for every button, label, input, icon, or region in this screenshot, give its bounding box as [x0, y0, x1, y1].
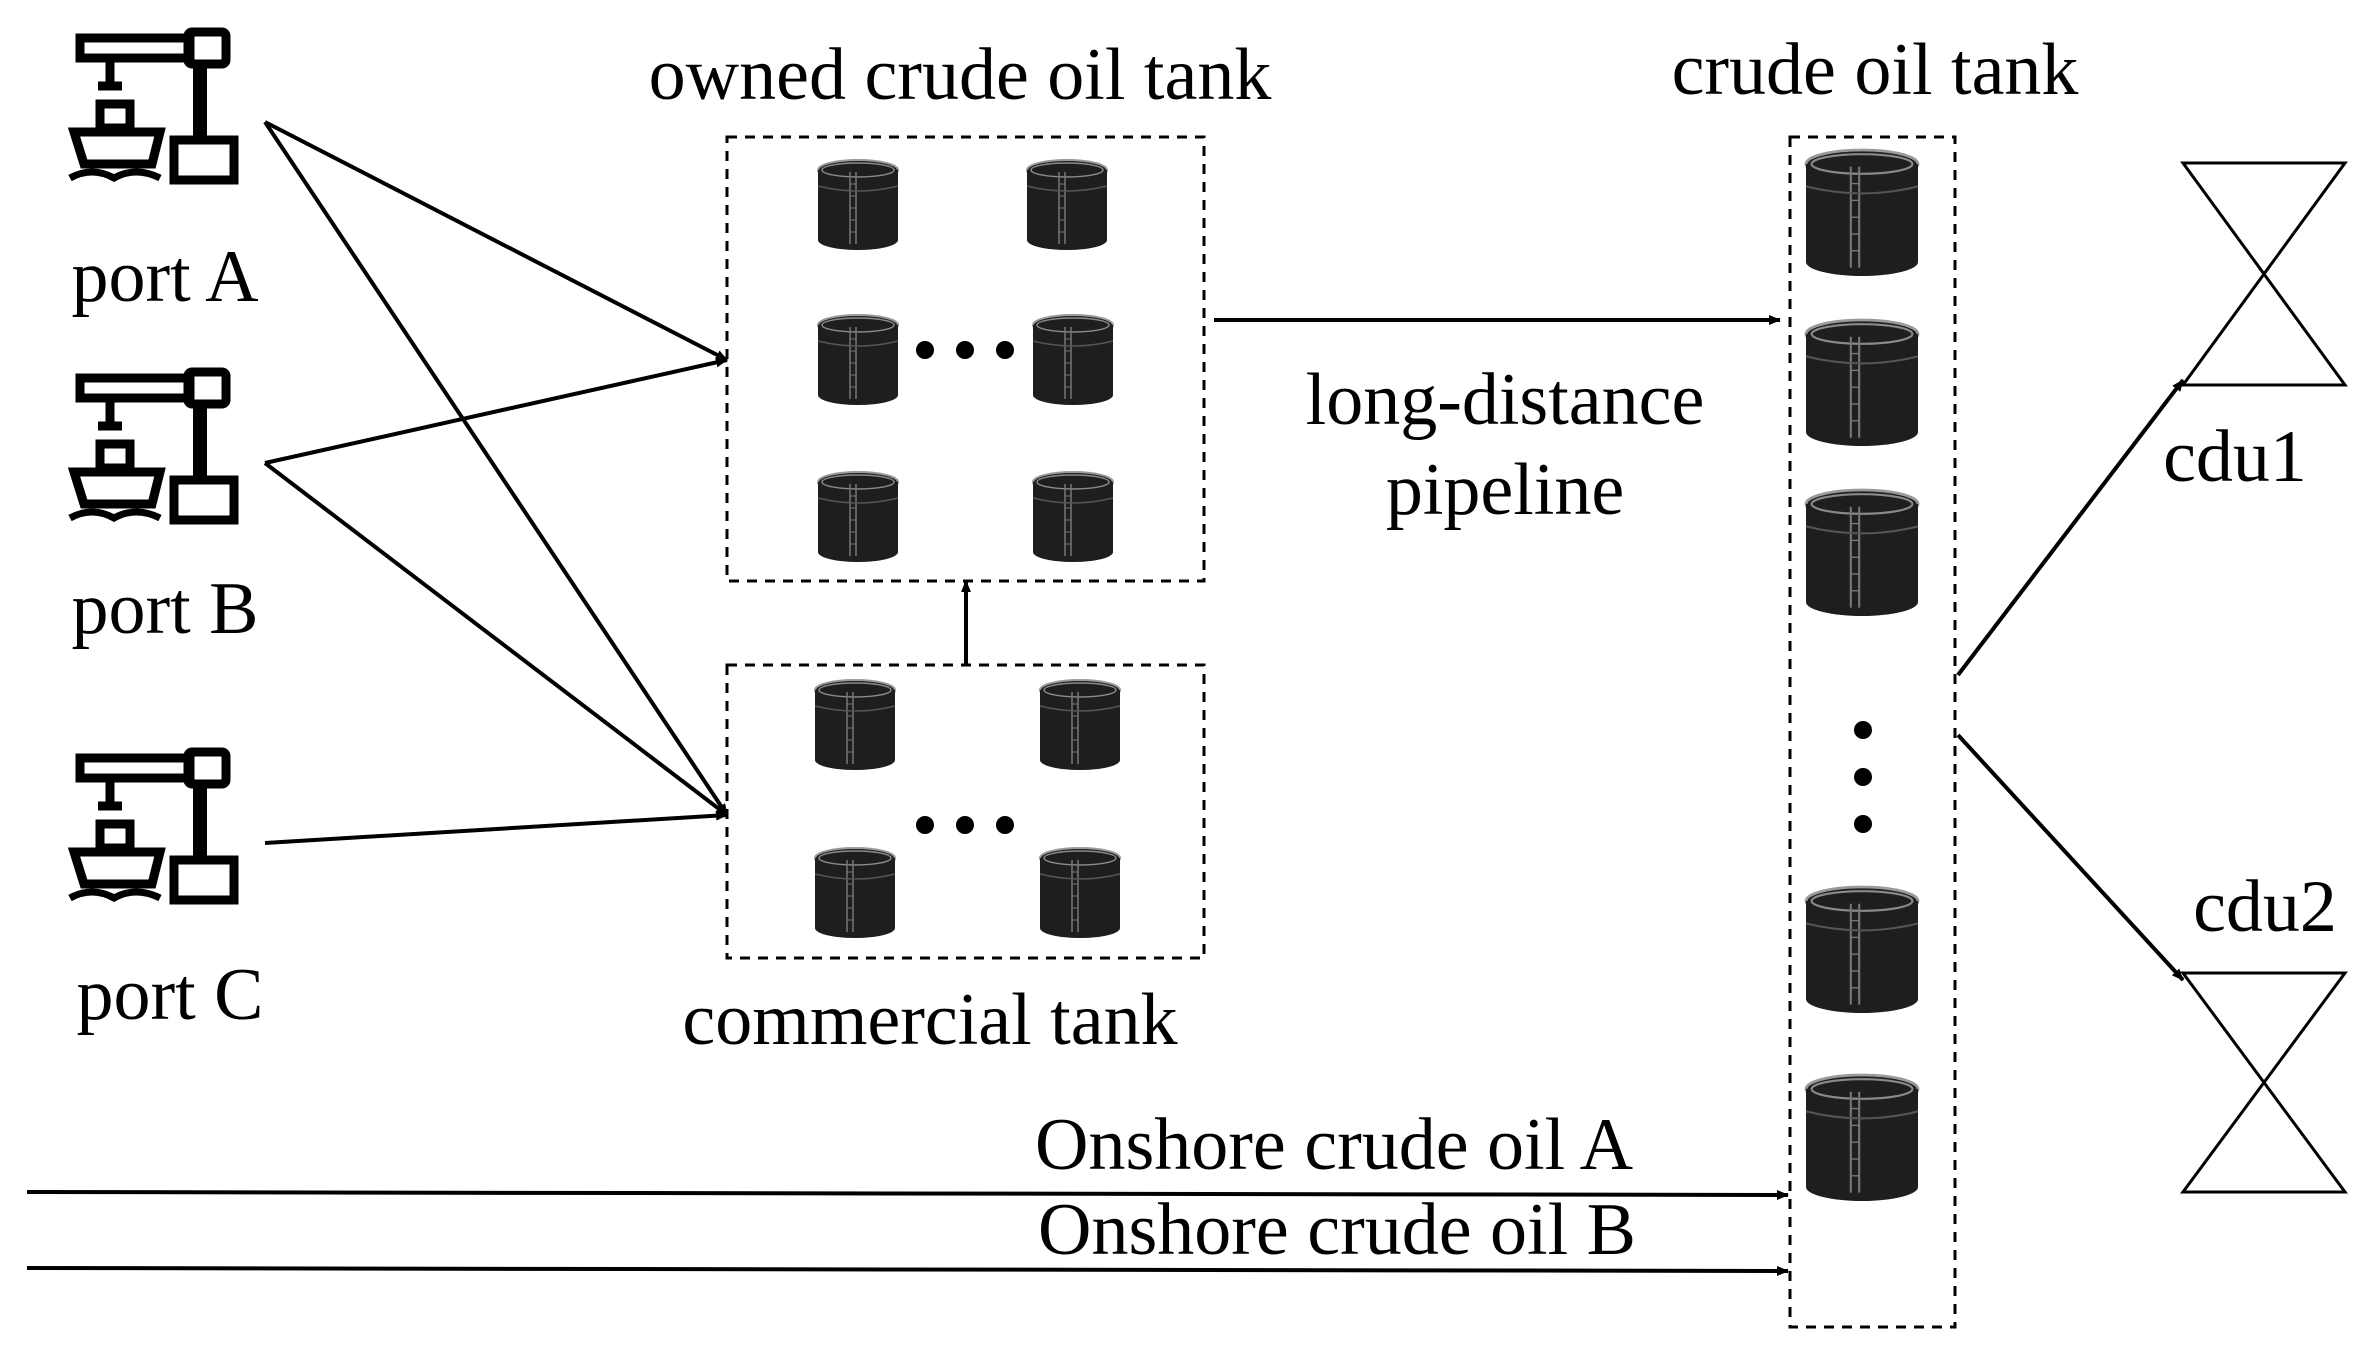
- commercial-tank-title: commercial tank: [682, 979, 1178, 1061]
- port-b-icon: [70, 372, 234, 520]
- flow-arrow-port-a-commercial: [263, 120, 729, 817]
- crude-oil-tank-title: crude oil tank: [1671, 29, 2079, 111]
- ellipsis-dot: [1854, 768, 1872, 786]
- flow-arrow-port-b-owned: [264, 357, 728, 465]
- pipeline-label-line1: long-distance: [1305, 359, 1705, 441]
- owned-tank-title: owned crude oil tank: [648, 34, 1272, 116]
- flow-arrow-cdu1: [1956, 378, 2185, 677]
- ellipsis-dot: [916, 341, 934, 359]
- pipeline-label: long-distance pipeline: [1306, 355, 1705, 536]
- commercial-tank-icon: [1039, 679, 1121, 771]
- owned-tank-icon: [1026, 159, 1108, 251]
- cdu1-icon: [2180, 161, 2348, 387]
- ellipsis-dot: [996, 816, 1014, 834]
- pipeline-label-line2: pipeline: [1385, 449, 1625, 532]
- ellipsis-dot: [1854, 721, 1872, 739]
- owned-tank-icon: [1032, 314, 1114, 406]
- flow-arrow-port-a-owned: [264, 120, 728, 362]
- crude-tank-icon: [1804, 885, 1920, 1015]
- ellipsis-dot: [956, 816, 974, 834]
- owned-tank-icon: [1032, 471, 1114, 563]
- crude-tank-icon: [1804, 148, 1920, 278]
- flow-arrow-cdu2: [1956, 733, 2185, 982]
- owned-tank-box: [725, 135, 1206, 583]
- onshore-a-label: Onshore crude oil A: [1035, 1104, 1634, 1186]
- crude-tank-icon: [1804, 488, 1920, 618]
- port-a-icon: [70, 32, 234, 180]
- port-b-label: port B: [71, 568, 259, 650]
- flow-arrow-port-b-commercial: [263, 461, 729, 817]
- flow-arrow-port-c-commercial: [264, 810, 728, 845]
- port-c-label: port C: [76, 954, 264, 1036]
- crude-tank-icon: [1804, 318, 1920, 448]
- commercial-tank-box: [725, 663, 1206, 960]
- onshore-a-arrow: [26, 1189, 1789, 1200]
- commercial-tank-icon: [814, 679, 896, 771]
- cdu2-label: cdu2: [2193, 866, 2337, 948]
- port-a-label: port A: [71, 236, 259, 318]
- ellipsis-dot: [1854, 815, 1872, 833]
- port-c-icon: [70, 752, 234, 900]
- crude-tank-icon: [1804, 1073, 1920, 1203]
- ellipsis-dot: [956, 341, 974, 359]
- cdu2-icon: [2180, 971, 2348, 1194]
- commercial-tank-icon: [1039, 847, 1121, 939]
- ellipsis-dot: [916, 816, 934, 834]
- onshore-b-arrow: [26, 1265, 1789, 1276]
- cdu1-label: cdu1: [2163, 416, 2307, 498]
- owned-tank-icon: [817, 471, 899, 563]
- commercial-tank-icon: [814, 847, 896, 939]
- onshore-b-label: Onshore crude oil B: [1038, 1189, 1637, 1271]
- owned-tank-icon: [817, 314, 899, 406]
- crude-oil-tank-box: [1788, 135, 1957, 1329]
- ellipsis-dot: [996, 341, 1014, 359]
- owned-tank-icon: [817, 159, 899, 251]
